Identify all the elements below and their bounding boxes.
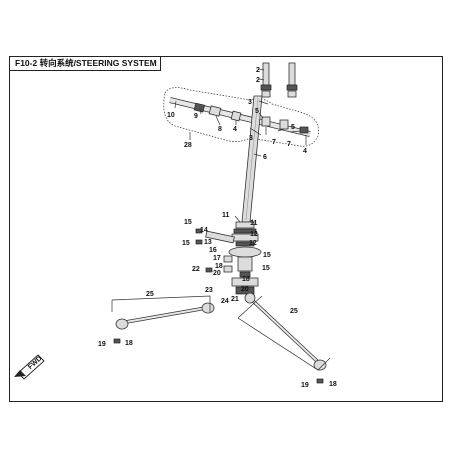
callout-7: 7 bbox=[272, 139, 276, 146]
callout-20: 20 bbox=[213, 270, 221, 277]
stem-clamps bbox=[260, 62, 298, 98]
callout-19: 19 bbox=[98, 341, 106, 348]
column-bearing-stack bbox=[228, 221, 262, 295]
callout-11: 11 bbox=[222, 212, 230, 219]
callout-2: 2 bbox=[256, 67, 260, 74]
callout-20: 20 bbox=[241, 286, 249, 293]
callout-5: 5 bbox=[291, 124, 295, 131]
right-tie-rod-bracket bbox=[237, 295, 331, 371]
callout-7: 7 bbox=[287, 141, 291, 148]
callout-18: 18 bbox=[242, 276, 250, 283]
callout-17: 17 bbox=[213, 255, 221, 262]
callout-3: 3 bbox=[248, 99, 252, 106]
callout-4: 4 bbox=[303, 148, 307, 155]
callout-3: 3 bbox=[249, 135, 253, 142]
callout-15: 15 bbox=[262, 265, 270, 272]
callout-2: 2 bbox=[256, 77, 260, 84]
left-fasteners bbox=[195, 228, 235, 273]
callout-10: 10 bbox=[167, 112, 175, 119]
callout-21: 21 bbox=[231, 296, 239, 303]
steering-column bbox=[241, 95, 263, 223]
callout-12: 12 bbox=[249, 240, 257, 247]
diagram-frame bbox=[9, 56, 443, 402]
callout-25: 25 bbox=[290, 308, 298, 315]
leader-lines bbox=[174, 68, 307, 225]
handlebar-group-outline bbox=[163, 87, 319, 147]
callout-5: 5 bbox=[255, 108, 259, 115]
callout-15: 15 bbox=[263, 252, 271, 259]
callout-24: 24 bbox=[221, 298, 229, 305]
callout-22: 22 bbox=[192, 266, 200, 273]
callout-13: 13 bbox=[204, 239, 212, 246]
left-tie-rod bbox=[113, 302, 215, 344]
callout-23: 23 bbox=[205, 287, 213, 294]
callout-4: 4 bbox=[233, 126, 237, 133]
callout-15: 15 bbox=[182, 240, 190, 247]
callout-18: 18 bbox=[125, 340, 133, 347]
callout-8: 8 bbox=[218, 126, 222, 133]
callout-11: 11 bbox=[250, 220, 258, 227]
fwd-arrow-icon: FWD bbox=[14, 354, 45, 380]
callout-28: 28 bbox=[184, 142, 192, 149]
right-tie-rod bbox=[244, 292, 327, 384]
handlebar bbox=[169, 97, 311, 137]
left-tie-rod-bracket bbox=[111, 295, 211, 312]
callout-19: 19 bbox=[301, 382, 309, 389]
callout-25: 25 bbox=[146, 291, 154, 298]
callout-18: 18 bbox=[329, 381, 337, 388]
diagram-title: F10-2 转向系统/STEERING SYSTEM bbox=[9, 56, 161, 71]
callout-14: 14 bbox=[200, 227, 208, 234]
callout-9: 9 bbox=[194, 113, 198, 120]
callout-18: 18 bbox=[215, 263, 223, 270]
callout-12: 12 bbox=[250, 231, 258, 238]
callout-15: 15 bbox=[184, 219, 192, 226]
callout-6: 6 bbox=[263, 154, 267, 161]
callout-16: 16 bbox=[209, 247, 217, 254]
